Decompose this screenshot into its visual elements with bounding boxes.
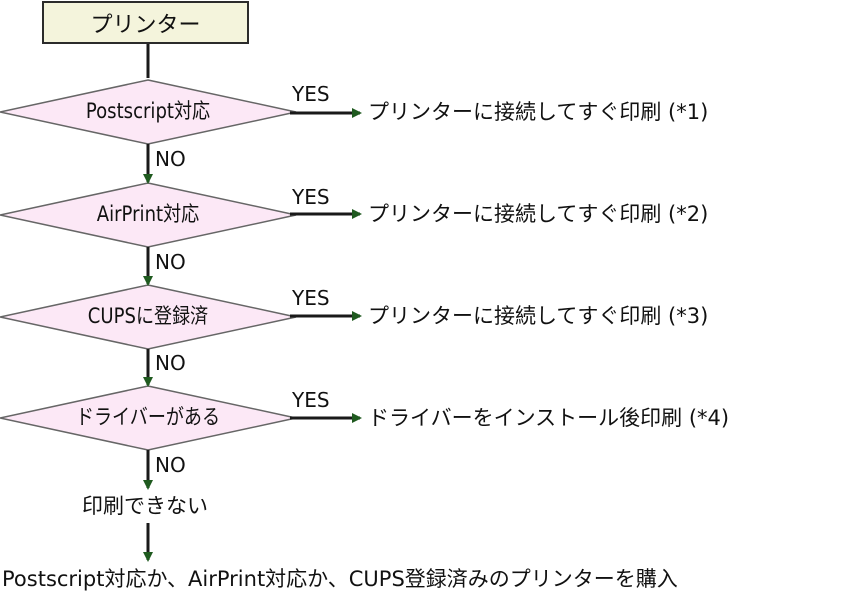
no-label-3: NO [155,351,186,375]
start-box: プリンター [42,1,249,44]
result-label-3: プリンターに接続してすぐ印刷 (*3) [368,304,709,328]
result-label-4: ドライバーをインストール後印刷 (*4) [368,406,730,430]
cannot-print-label: 印刷できない [82,494,208,518]
no-label-4: NO [155,453,186,477]
yes-label-3: YES [292,286,330,310]
result-label-2: プリンターに接続してすぐ印刷 (*2) [368,202,709,226]
advice-label: Postscript対応か、AirPrint対応か、CUPS登録済みのプリンター… [2,567,678,591]
yes-label-4: YES [292,388,330,412]
result-label-1: プリンターに接続してすぐ印刷 (*1) [368,100,709,124]
no-label-2: NO [155,250,186,274]
decision-label-3: CUPSに登録済 [87,304,209,328]
yes-label-1: YES [292,82,330,106]
start-label: プリンター [90,12,201,38]
no-label-1: NO [155,147,186,171]
decision-label-4: ドライバーがある [75,405,221,429]
yes-label-2: YES [292,185,330,209]
decision-label-2: AirPrint対応 [96,202,200,226]
decision-label-1: Postscript対応 [85,99,211,123]
